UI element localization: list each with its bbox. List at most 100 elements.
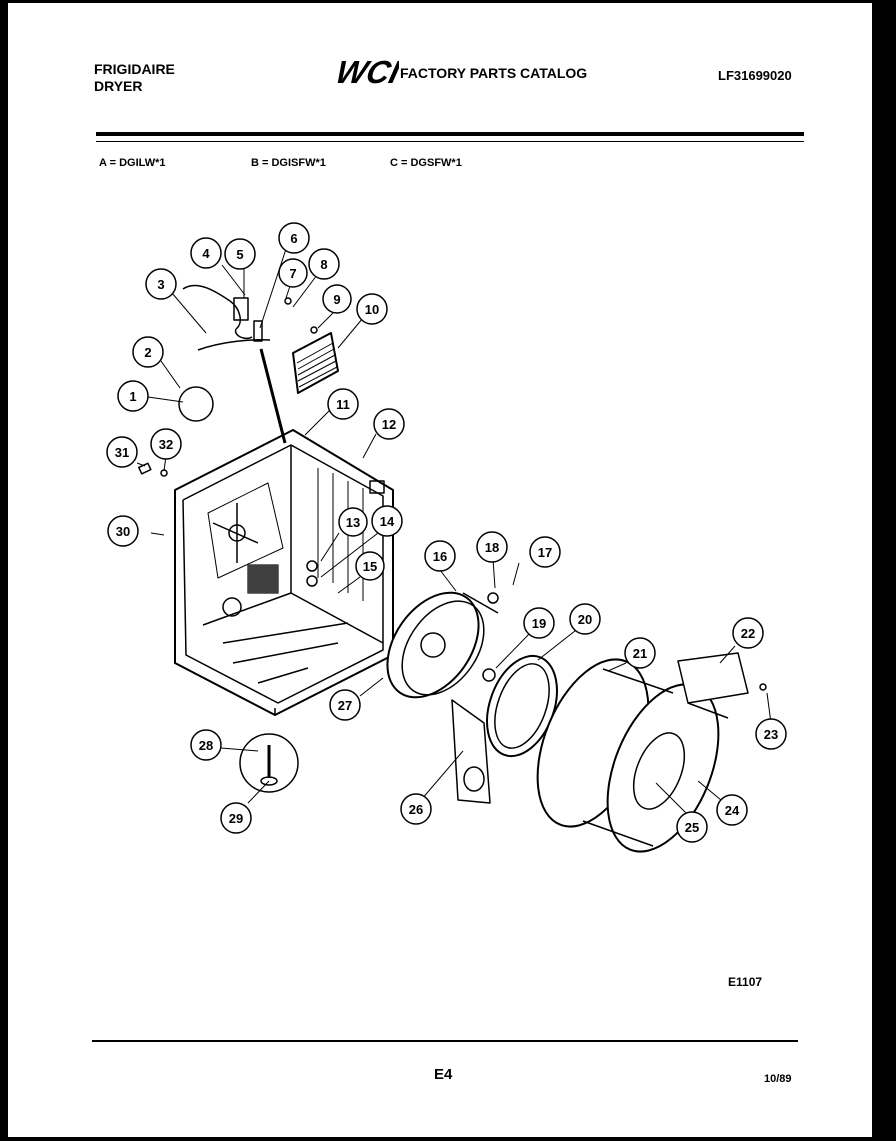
svg-text:10: 10 (365, 302, 379, 317)
svg-text:25: 25 (685, 820, 699, 835)
svg-text:29: 29 (229, 811, 243, 826)
callout-12: 12 (373, 408, 405, 440)
svg-text:24: 24 (725, 803, 740, 818)
leader-lines (136, 248, 772, 816)
svg-text:23: 23 (764, 727, 778, 742)
callout-31: 31 (106, 436, 138, 468)
svg-text:18: 18 (485, 540, 499, 555)
bracket-part (451, 699, 491, 804)
screw-part (759, 683, 767, 691)
exploded-parts-diagram: 1 2 3 4 5 6 7 8 9 10 11 12 13 14 15 16 1… (106, 222, 787, 853)
callout-10: 10 (356, 293, 388, 325)
leveling-leg-part (239, 733, 299, 793)
callout-5: 5 (224, 238, 256, 270)
clip-part (306, 560, 318, 572)
clip-part (306, 575, 318, 587)
model-b: B = DGISFW*1 (251, 157, 326, 169)
callout-30: 30 (107, 515, 139, 547)
callout-3: 3 (145, 268, 177, 300)
footer-rule (92, 1040, 798, 1042)
callout-14: 14 (371, 505, 403, 537)
panel-knob-part (178, 386, 214, 422)
svg-text:11: 11 (336, 397, 350, 412)
svg-text:32: 32 (159, 437, 173, 452)
revision-date: 10/89 (764, 1073, 792, 1085)
screw-part (284, 297, 292, 305)
callout-11: 11 (327, 388, 359, 420)
product-name: DRYER (94, 78, 143, 94)
callout-1: 1 (117, 380, 149, 412)
callout-23: 23 (755, 718, 787, 750)
callout-4: 4 (190, 237, 222, 269)
grille-part (292, 332, 339, 394)
callout-28: 28 (190, 729, 222, 761)
catalog-page: FRIGIDAIRE DRYER WCI FACTORY PARTS CATAL… (8, 3, 872, 1137)
svg-text:30: 30 (116, 524, 130, 539)
catalog-title: FACTORY PARTS CATALOG (400, 65, 588, 81)
drum-part (536, 658, 720, 853)
svg-text:2: 2 (144, 345, 151, 360)
brand-name: FRIGIDAIRE (94, 61, 175, 77)
callout-25: 25 (676, 811, 708, 843)
callout-27: 27 (329, 689, 361, 721)
callout-16: 16 (424, 540, 456, 572)
svg-text:17: 17 (538, 545, 552, 560)
callout-2: 2 (132, 336, 164, 368)
callout-19: 19 (523, 607, 555, 639)
callout-22: 22 (732, 617, 764, 649)
svg-text:8: 8 (320, 257, 327, 272)
svg-text:26: 26 (409, 802, 423, 817)
wci-logo: WCI (332, 55, 399, 89)
svg-text:1: 1 (129, 389, 136, 404)
page-number: E4 (434, 1066, 453, 1083)
header-rule-thin (96, 141, 804, 142)
svg-text:15: 15 (363, 559, 377, 574)
front-bulkhead-part (386, 591, 499, 699)
model-a: A = DGILW*1 (99, 157, 166, 169)
figure-code: E1107 (728, 975, 763, 989)
model-c: C = DGSFW*1 (390, 157, 462, 169)
svg-text:7: 7 (289, 266, 296, 281)
screw-part (310, 326, 318, 334)
callout-15: 15 (355, 551, 385, 581)
callout-26: 26 (400, 793, 432, 825)
svg-text:28: 28 (199, 738, 213, 753)
callout-8: 8 (308, 248, 340, 280)
svg-text:9: 9 (333, 292, 340, 307)
callout-29: 29 (220, 802, 252, 834)
callout-7: 7 (278, 258, 308, 288)
callout-24: 24 (716, 794, 748, 826)
callout-20: 20 (569, 603, 601, 635)
catalog-number: LF31699020 (718, 68, 792, 83)
svg-text:13: 13 (346, 515, 360, 530)
callout-21: 21 (624, 637, 656, 669)
spring-part (487, 592, 499, 604)
callout-18: 18 (476, 531, 508, 563)
svg-text:3: 3 (157, 277, 164, 292)
svg-text:27: 27 (338, 698, 352, 713)
wiring-parts (182, 284, 271, 351)
brand-block: FRIGIDAIRE DRYER (94, 61, 175, 95)
svg-text:14: 14 (380, 514, 395, 529)
svg-text:21: 21 (633, 646, 647, 661)
bulkhead-strap (259, 348, 287, 444)
svg-text:5: 5 (236, 247, 243, 262)
svg-text:22: 22 (741, 626, 755, 641)
callout-17: 17 (529, 536, 561, 568)
svg-text:4: 4 (202, 246, 210, 261)
wci-logo-text: WCI (332, 55, 399, 89)
header-rule-thick (96, 132, 804, 136)
callout-9: 9 (322, 284, 352, 314)
svg-text:16: 16 (433, 549, 447, 564)
svg-text:19: 19 (532, 616, 546, 631)
callout-labels: 1 2 3 4 5 6 7 8 9 10 11 12 13 14 15 16 1… (106, 222, 787, 843)
callout-6: 6 (278, 222, 310, 254)
callout-32: 32 (150, 428, 182, 460)
front-seal-part (486, 654, 558, 758)
svg-text:31: 31 (115, 445, 129, 460)
ring-part (482, 668, 496, 682)
callout-13: 13 (338, 507, 368, 537)
svg-text:6: 6 (290, 231, 297, 246)
svg-text:20: 20 (578, 612, 592, 627)
rear-tray-part (677, 652, 749, 719)
